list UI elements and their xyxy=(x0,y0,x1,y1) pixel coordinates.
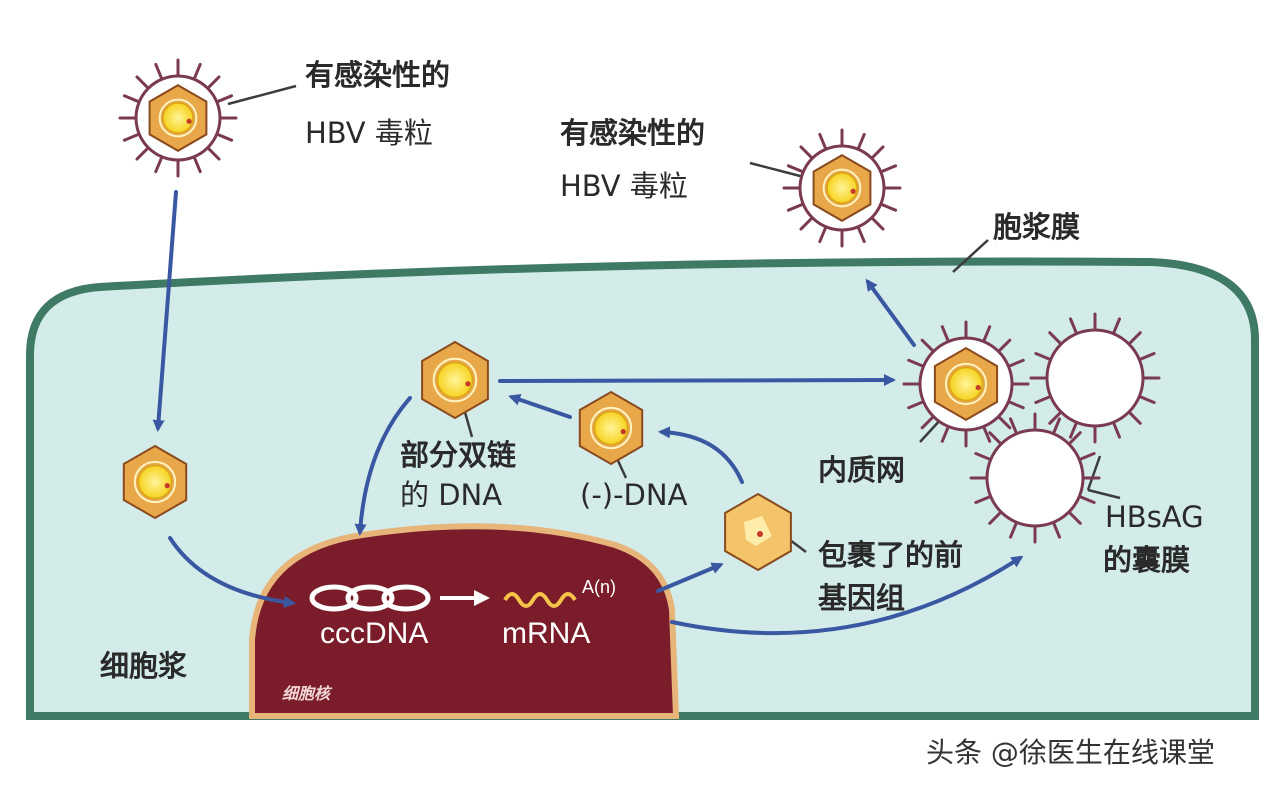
uncoated-nucleocapsid xyxy=(122,444,188,520)
er-virion xyxy=(902,320,1030,448)
label-cytoplasm: 细胞浆 xyxy=(100,649,188,683)
virus-particles xyxy=(118,58,1161,572)
label-infectious-virion-exit-2: HBV 毒粒 xyxy=(560,169,688,203)
pathway-arrows xyxy=(152,190,1024,636)
nucleus xyxy=(249,523,680,719)
arrow-pregenome-to-minus xyxy=(658,426,744,484)
cccdna-rings xyxy=(309,584,431,612)
arrow-recycle xyxy=(354,396,412,536)
label-packaged-pregenome-1: 包裹了的前 xyxy=(818,538,964,572)
watermark-bg xyxy=(920,725,1268,777)
arrow-minus-to-partial xyxy=(508,393,572,419)
hbsag-envelope-1 xyxy=(1029,312,1161,444)
label-minus-dna: (-)-DNA xyxy=(580,478,688,512)
label-cccdna: cccDNA xyxy=(320,617,429,650)
label-mrna: mRNA xyxy=(502,617,591,650)
arrow-entry xyxy=(152,190,178,432)
arrow-mrna-to-hbsag xyxy=(670,555,1024,636)
arrow-mrna-to-pregenome xyxy=(656,562,724,593)
infectious-virion-exit xyxy=(782,128,902,248)
label-infectious-virion-top-2: HBV 毒粒 xyxy=(305,116,433,150)
minus-dna-nucleocapsid xyxy=(578,390,644,466)
label-nucleus: 细胞核 xyxy=(282,684,331,703)
label-infectious-virion-top-1: 有感染性的 xyxy=(305,58,451,92)
label-hbsag-1: HBsAG xyxy=(1105,500,1204,534)
arrow-er-to-membrane xyxy=(865,278,916,347)
label-packaged-pregenome-2: 基因组 xyxy=(818,581,906,615)
label-poly-a: A(n) xyxy=(582,577,617,597)
infectious-virion-top xyxy=(118,58,238,178)
label-plasma-membrane: 胞浆膜 xyxy=(993,210,1081,244)
label-hbsag-2: 的囊膜 xyxy=(1103,543,1191,577)
arrow-to-er xyxy=(498,374,896,387)
mrna-squiggle xyxy=(503,592,577,608)
hbsag-envelope-2 xyxy=(969,412,1101,544)
label-partial-dsdna-2: 的 DNA xyxy=(400,478,503,512)
label-infectious-virion-exit-1: 有感染性的 xyxy=(560,116,706,150)
label-partial-dsdna-1: 部分双链 xyxy=(400,438,517,472)
partial-dsdna-nucleocapsid xyxy=(421,340,489,420)
packaged-pregenome-nucleocapsid xyxy=(724,492,792,572)
label-er: 内质网 xyxy=(818,453,906,487)
arrow-to-nucleus xyxy=(168,536,296,608)
watermark: 头条 @徐医生在线课堂 xyxy=(926,736,1215,769)
